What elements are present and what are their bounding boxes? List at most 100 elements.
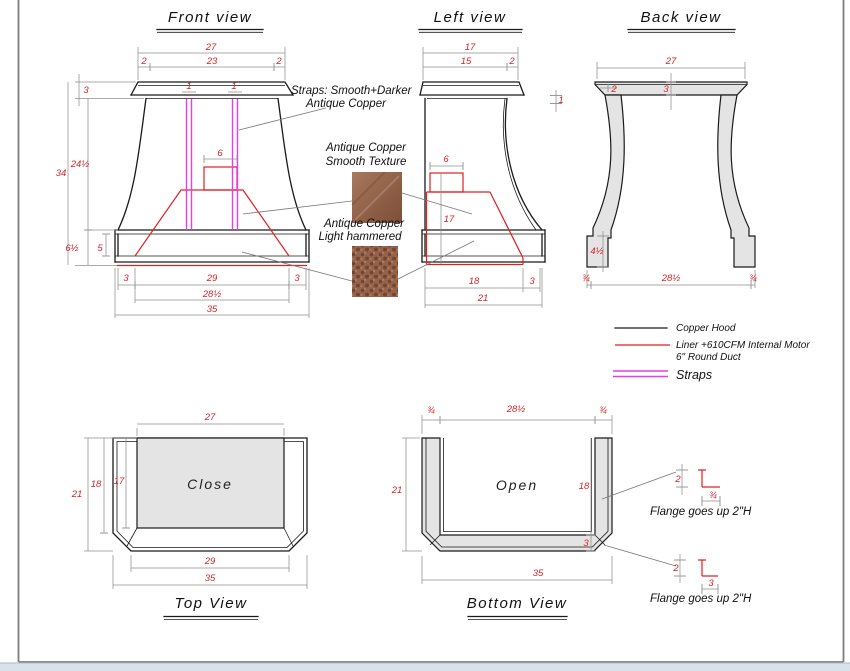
left-dim-overhang: 2 xyxy=(508,56,515,67)
front-dim-strap-left: 1 xyxy=(186,81,191,92)
front-dim-top-width: 27 xyxy=(205,42,217,53)
top-dim-inner-depth: 18 xyxy=(91,479,102,490)
legend-copper-label: Copper Hood xyxy=(676,323,736,334)
flange-detail-side: 2 ¾ Flange goes up 2"H xyxy=(601,464,752,518)
back-leg-right xyxy=(717,94,756,268)
left-dim-lip: 1 xyxy=(558,95,563,106)
flange-detail-bottom: 2 3 Flange goes up 2"H xyxy=(603,544,752,605)
front-dim-overhang-right: 2 xyxy=(275,56,282,67)
sheet-frame xyxy=(17,0,845,663)
back-view: Back view 27 2 3 4½ ¾ xyxy=(582,9,757,289)
bottom-dim-band-thickness: 3 xyxy=(583,538,589,549)
back-dim-flange-right: ¾ xyxy=(749,273,757,284)
hammered-note-line1: Antique Copper xyxy=(323,218,405,230)
bottom-view-open-label: Open xyxy=(496,477,538,493)
back-leg-left xyxy=(586,94,625,268)
smooth-copper-swatch xyxy=(352,172,402,223)
back-dim-flange-left: ¾ xyxy=(582,273,590,284)
front-dim-body-height: 24½ xyxy=(70,159,90,170)
bottom-view-title: Bottom View xyxy=(467,595,567,612)
flange-side-width: ¾ xyxy=(709,490,717,501)
back-dim-top-width: 27 xyxy=(665,56,677,67)
bottom-dim-flange-right: ¾ xyxy=(599,405,607,416)
front-bottom-band xyxy=(114,229,310,263)
left-bottom-band xyxy=(421,229,546,263)
front-dim-strap-right: 1 xyxy=(231,81,236,92)
top-dim-bottom-inner: 29 xyxy=(204,556,216,567)
bottom-dim-opening-width: 28½ xyxy=(506,404,526,415)
top-dim-lines xyxy=(84,423,308,589)
flange-bottom-label: Flange goes up 2"H xyxy=(650,593,752,605)
front-dim-total-height: 34 xyxy=(56,168,67,179)
left-view: Left view xyxy=(418,9,564,308)
smooth-texture-annotation: Antique Copper Smooth Texture xyxy=(242,142,473,223)
flange-side-height: 2 xyxy=(674,474,681,485)
bottom-view: Open ¾ 28½ ¾ 21 18 3 35 Bottom View xyxy=(391,404,613,620)
flange-bottom-height: 2 xyxy=(672,563,679,574)
front-dim-band-inner: 5 xyxy=(97,243,103,254)
legend: Copper Hood Liner +610CFM Internal Motor… xyxy=(613,323,810,382)
left-dim-top-depth: 17 xyxy=(465,42,476,53)
left-dim-lines xyxy=(422,47,562,308)
straps-note-line1: Straps: Smooth+Darker xyxy=(291,85,413,97)
top-dim-top-width: 27 xyxy=(204,412,216,423)
front-dim-duct-width: 6 xyxy=(217,148,223,159)
back-dim-lines xyxy=(586,62,756,289)
left-dim-bottom-depth: 21 xyxy=(477,293,489,304)
top-dim-panel-depth: 17 xyxy=(114,476,125,487)
top-view: Close 27 21 18 17 29 35 Top View xyxy=(71,412,308,620)
flange-bottom-width: 3 xyxy=(708,578,714,589)
back-dim-crown-height: 3 xyxy=(663,84,669,95)
top-view-close-label: Close xyxy=(187,476,233,492)
back-view-title: Back view xyxy=(640,9,721,26)
legend-liner-label2: 6" Round Duct xyxy=(676,352,742,363)
front-view: Front view xyxy=(56,9,310,318)
bottom-view-outline xyxy=(421,437,613,552)
straps-annotation: Straps: Smooth+Darker Antique Copper xyxy=(238,85,413,131)
left-dim-front-band: 3 xyxy=(529,276,535,287)
smooth-note-line1: Antique Copper xyxy=(325,142,407,154)
bottom-bar xyxy=(0,662,850,671)
hammered-texture-annotation: Antique Copper Light hammered xyxy=(241,218,475,297)
front-dim-liner-width: 28½ xyxy=(202,289,222,300)
back-dim-foot-height: 4½ xyxy=(590,246,603,257)
front-dim-overhang-left: 2 xyxy=(140,56,147,67)
bottom-dim-lines xyxy=(402,415,613,584)
legend-straps-label: Straps xyxy=(676,368,712,382)
left-dim-duct-width: 6 xyxy=(443,154,449,165)
back-dim-overhang: 2 xyxy=(610,84,617,95)
smooth-note-line2: Smooth Texture xyxy=(326,156,407,168)
left-liner xyxy=(425,172,524,266)
left-dim-liner-depth: 18 xyxy=(469,276,480,287)
front-dim-crown-height: 3 xyxy=(83,85,89,96)
bottom-dim-flange-left: ¾ xyxy=(427,405,435,416)
left-crown-outline xyxy=(419,81,525,99)
front-dim-inner-width: 23 xyxy=(206,56,218,67)
straps-note-line2: Antique Copper xyxy=(305,98,387,110)
left-view-title: Left view xyxy=(434,9,507,26)
bottom-dim-bottom-width: 35 xyxy=(533,568,544,579)
top-view-close-panel xyxy=(136,437,285,529)
front-dim-bottom-inner: 29 xyxy=(206,273,218,284)
front-straps xyxy=(185,99,239,230)
flange-side-label: Flange goes up 2"H xyxy=(650,506,752,518)
front-dim-foot-right: 3 xyxy=(294,273,300,284)
hammered-note-line2: Light hammered xyxy=(318,231,402,243)
front-dim-band-height: 6½ xyxy=(65,243,78,254)
left-dim-liner-height: 17 xyxy=(444,214,455,225)
bottom-dim-depth: 21 xyxy=(391,485,403,496)
bottom-dim-inner-depth: 18 xyxy=(579,481,590,492)
top-dim-depth: 21 xyxy=(71,489,83,500)
back-dim-opening-width: 28½ xyxy=(661,273,681,284)
front-dim-lines xyxy=(67,47,310,318)
front-view-title: Front view xyxy=(168,9,252,26)
top-dim-bottom-width: 35 xyxy=(205,573,216,584)
left-body-outline xyxy=(424,97,543,231)
legend-liner-label1: Liner +610CFM Internal Motor xyxy=(676,340,810,351)
front-body-outline xyxy=(117,97,307,231)
top-view-title: Top View xyxy=(175,595,248,612)
front-dim-foot-left: 3 xyxy=(123,273,129,284)
left-dim-inner-depth: 15 xyxy=(461,56,472,67)
front-dim-bottom-width: 35 xyxy=(207,304,218,315)
